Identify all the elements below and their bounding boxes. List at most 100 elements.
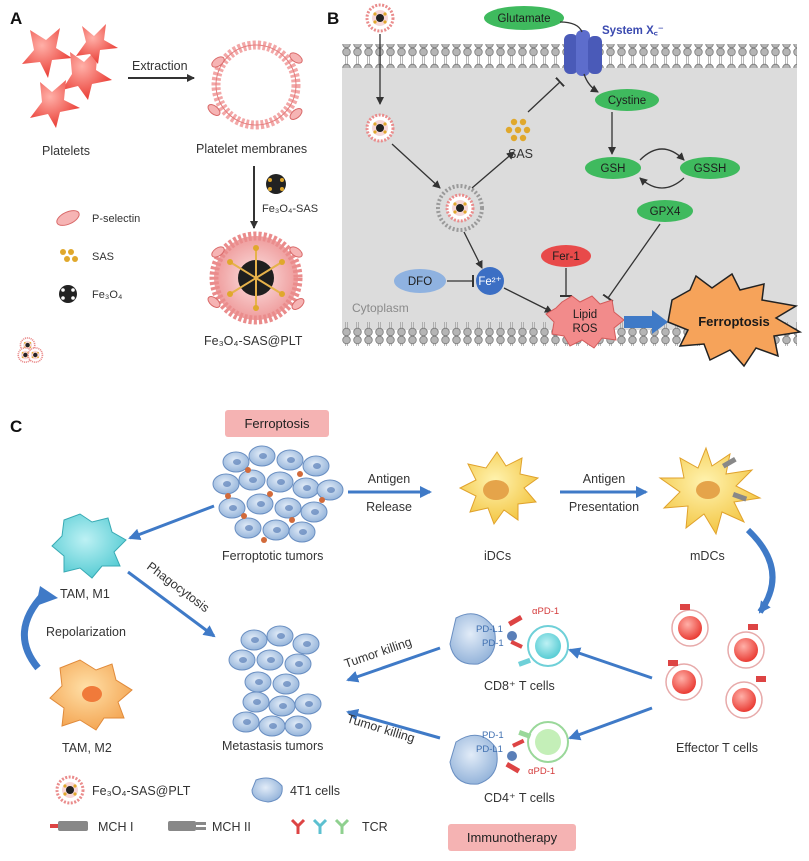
sas-cluster [505, 118, 531, 142]
ros-label: ROS [573, 323, 598, 335]
gpx4-label: GPX4 [650, 206, 681, 218]
ferroptotic-tumors-cluster [212, 445, 344, 543]
phagocytosis-arrow [127, 570, 216, 638]
glutamate-node [484, 6, 564, 30]
repolarization-np-3 [27, 347, 44, 363]
degrading-vesicle [436, 184, 484, 232]
dfo-node [394, 269, 446, 293]
p-selectin-icon [56, 210, 80, 226]
cd4-synapse [449, 721, 569, 785]
mdc-to-effector-arrow [745, 527, 776, 614]
phagocytosis-label: Phagocytosis [144, 559, 212, 615]
legend-sas: SAS [92, 251, 114, 263]
platelets-cluster [22, 24, 118, 128]
ferroptosis-label: Ferroptosis [698, 314, 770, 329]
cd8-label: CD8⁺ T cells [484, 679, 555, 693]
fer1-node [541, 245, 591, 267]
extraction-label: Extraction [132, 59, 188, 73]
fe3o4-sas-plt-label: Fe₃O₄-SAS@PLT [204, 334, 303, 348]
mdcs-label: mDCs [690, 549, 725, 563]
antigen-release-label-1: Antigen [368, 472, 410, 486]
legend-nanoparticle-label: Fe₃O₄-SAS@PLT [92, 784, 191, 798]
cystine-label: Cystine [608, 95, 646, 107]
legend-mch2-label: MCH II [212, 820, 251, 834]
sas-inhibits-system-xc [527, 76, 565, 113]
panel-c-letter: C [10, 417, 22, 436]
dfo-label: DFO [408, 276, 432, 288]
ros-to-ferroptosis-arrow [624, 310, 668, 334]
effector-to-cd8-arrow [568, 647, 653, 680]
ferroptosis-tag-label: Ferroptosis [244, 416, 310, 431]
cd8-pd1-label: PD-1 [482, 638, 504, 649]
mch1-icon [50, 821, 88, 831]
platelets-label: Platelets [42, 144, 90, 158]
panel-a-legend: P-selectin SAS Fe₃O₄ [56, 210, 140, 303]
system-xc-transporter [564, 30, 602, 76]
tam-m2-label: TAM, M2 [62, 741, 112, 755]
cd4-tumor-killing-arrow [346, 708, 441, 740]
panel-b-letter: B [327, 9, 339, 28]
ferroptosis-tag [225, 410, 329, 437]
degrade-arrow [391, 143, 441, 189]
legend-4t1-icon [251, 777, 283, 803]
cystine-node [595, 89, 659, 111]
gsh-label: GSH [601, 163, 626, 175]
repolarization-arrowhead [36, 586, 58, 606]
gsh-node [585, 157, 641, 179]
idc-cell [458, 451, 540, 526]
repolarization-label: Repolarization [46, 625, 126, 639]
glutamate-out-arrow [559, 21, 583, 33]
ferroptotic-tumors-label: Ferroptotic tumors [222, 549, 323, 563]
gpx4-inhibits-lipid-ros [602, 223, 661, 303]
tam-m1-cell [51, 513, 127, 579]
tumor-killing-label-1: Tumor killing [342, 635, 413, 671]
fe3o4-sas-core [266, 174, 286, 194]
fe2-node [476, 267, 504, 295]
system-xc-label: System X꜀⁻ [602, 25, 664, 37]
legend-fe3o4: Fe₃O₄ [92, 289, 123, 301]
antigen-presentation-label-2: Presentation [569, 500, 639, 514]
fe3o4-sas-label: Fe₃O₄-SAS [262, 203, 318, 215]
lipid-label: Lipid [573, 309, 597, 321]
cd4-pd1-label: PD-1 [482, 730, 504, 741]
sas-release-arrow [471, 151, 515, 189]
antigen-release-label-2: Release [366, 500, 412, 514]
fe3o4-sas-plt-particle [207, 231, 305, 325]
idcs-label: iDCs [484, 549, 511, 563]
legend-nanoparticle-icon [55, 775, 85, 805]
immunotherapy-tag-label: Immunotherapy [467, 830, 558, 845]
fe3o4-icon [59, 285, 77, 303]
glutamate-label: Glutamate [497, 13, 550, 25]
gsh-to-gssh-arrow [639, 148, 685, 161]
tam-m1-label: TAM, M1 [60, 587, 110, 601]
mch2-icon [168, 821, 206, 831]
repolarization-arrow [21, 591, 47, 671]
fer1-label: Fer-1 [552, 251, 579, 263]
legend-4t1-label: 4T1 cells [290, 784, 340, 798]
gssh-label: GSSH [694, 163, 727, 175]
mdc-cell [658, 446, 762, 536]
immunotherapy-tag [448, 824, 576, 851]
cd8-pdl1-label: PD-L1 [476, 624, 503, 635]
cytoplasm-label: Cytoplasm [352, 301, 409, 315]
effector-t-cells [665, 604, 766, 719]
tcr-icons [290, 818, 350, 834]
antigen-presentation-label-1: Antigen [583, 472, 625, 486]
panel-a-letter: A [10, 9, 22, 28]
cd4-pdl1-label: PD-L1 [476, 744, 503, 755]
gpx4-node [637, 200, 693, 222]
metastasis-tumors-label: Metastasis tumors [222, 739, 323, 753]
tam-m2-nucleus [82, 686, 102, 702]
sas-label: SAS [508, 147, 533, 161]
sas-icon [60, 249, 78, 262]
fe2-label: Fe²⁺ [478, 276, 501, 288]
legend-tcr-label: TCR [362, 820, 388, 834]
cd4-apd1-label: αPD-1 [528, 766, 555, 777]
cd8-apd1-label: αPD-1 [532, 606, 559, 617]
cd8-tumor-killing-arrow [346, 646, 441, 683]
metastasis-tumors-cluster [228, 625, 322, 737]
platelet-membrane-vesicle [207, 40, 303, 130]
fe-release-arrow [463, 231, 483, 269]
cd4-label: CD4⁺ T cells [484, 791, 555, 805]
platelet-membranes-label: Platelet membranes [196, 142, 307, 156]
